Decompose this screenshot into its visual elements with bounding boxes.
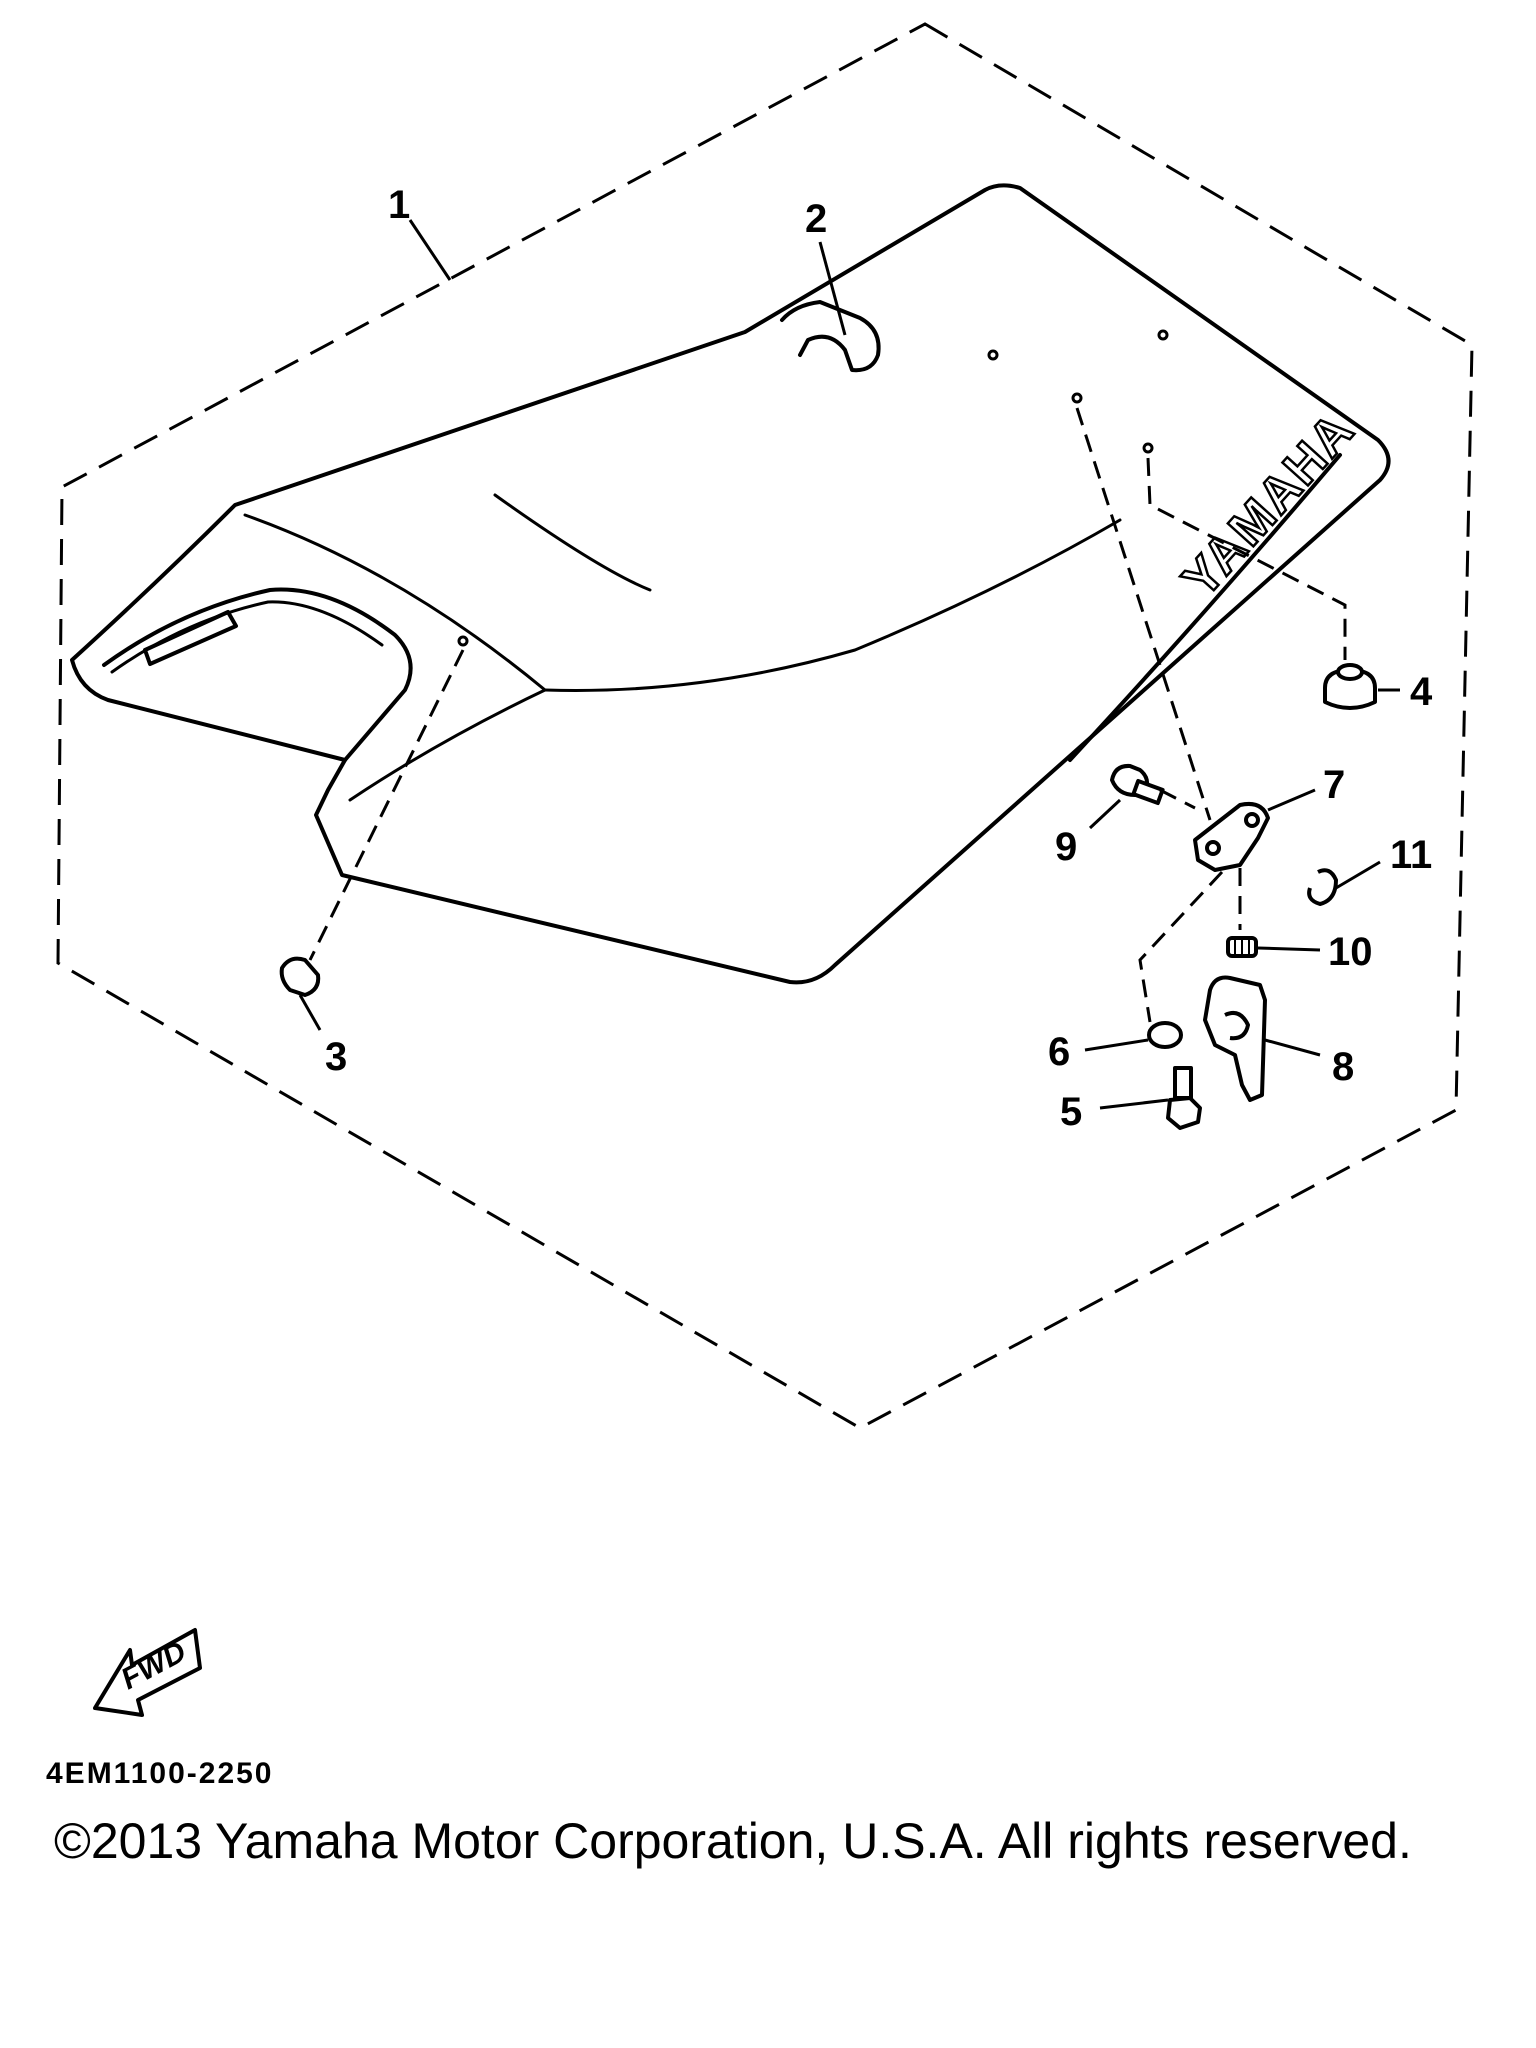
callout-5: 5: [1060, 1090, 1082, 1134]
clip-part: [1307, 868, 1338, 906]
assembly-path: [1146, 457, 1347, 660]
callout-11: 11: [1390, 833, 1432, 877]
seat-crease-3: [543, 518, 1122, 692]
seat-crease-1: [243, 513, 547, 692]
leader-10: [1257, 946, 1321, 952]
assembly-path: [1075, 407, 1212, 821]
copyright-notice: ©2013 Yamaha Motor Corporation, U.S.A. A…: [54, 1813, 1412, 1869]
seat-strap: [143, 610, 238, 666]
assembly-path: [1138, 870, 1224, 1023]
callout-labels: 1 2 3 4 5 6 7 8 9 10 11: [325, 183, 1433, 1134]
seat-crease-4: [348, 688, 547, 802]
callout-9: 9: [1055, 825, 1077, 869]
hardware: [279, 663, 1377, 1130]
mount-hole: [1071, 392, 1083, 404]
callout-4: 4: [1410, 670, 1433, 714]
seat-hook: [780, 300, 881, 373]
seat-lock-hook: [1224, 1011, 1250, 1041]
leader-7: [1267, 788, 1316, 812]
diagram-code: 4EM1100-2250: [46, 1757, 274, 1790]
leader-6: [1084, 1038, 1149, 1052]
bolt-part-2: [1166, 1096, 1202, 1130]
leader-9: [1088, 798, 1122, 830]
grommet-part: [279, 956, 321, 997]
damper-part: [1323, 668, 1377, 710]
leader-2: [818, 241, 847, 336]
seat-cutout: [102, 587, 413, 762]
seat-logo: YAMAHA: [1172, 401, 1365, 607]
mount-hole: [1157, 329, 1169, 341]
seat-front-edge: [1068, 453, 1342, 762]
callout-8: 8: [1332, 1045, 1354, 1089]
fwd-arrow-icon: [93, 1628, 202, 1717]
assembly-path: [1159, 788, 1196, 810]
mount-hole: [987, 349, 999, 361]
leader-1: [408, 219, 452, 281]
leader-5: [1099, 1098, 1169, 1110]
callout-2: 2: [805, 197, 827, 241]
callout-6: 6: [1048, 1030, 1070, 1074]
leader-8: [1264, 1038, 1321, 1057]
callout-10: 10: [1328, 930, 1373, 974]
seat: [70, 183, 1391, 985]
damper-part-top: [1336, 663, 1364, 681]
bracket-hole: [1205, 840, 1221, 856]
seat-crease-2: [493, 493, 652, 592]
mount-hole: [1142, 442, 1154, 454]
assembly-path: [308, 649, 465, 961]
bolt-shaft-2: [1173, 1066, 1193, 1100]
bolt-shaft: [1131, 778, 1165, 806]
mount-hole: [457, 635, 469, 647]
assembly-boundary: [56, 22, 1474, 1430]
seat-outline: [70, 183, 1391, 985]
callout-1: 1: [388, 183, 410, 227]
fwd-arrow: FWD: [93, 1628, 202, 1717]
callout-7: 7: [1323, 763, 1345, 807]
leaders: [298, 219, 1400, 1110]
leader-3: [298, 994, 322, 1031]
callout-3: 3: [325, 1035, 347, 1079]
washer-part: [1147, 1021, 1183, 1049]
leader-11: [1335, 860, 1381, 890]
bracket-hole: [1244, 812, 1260, 828]
